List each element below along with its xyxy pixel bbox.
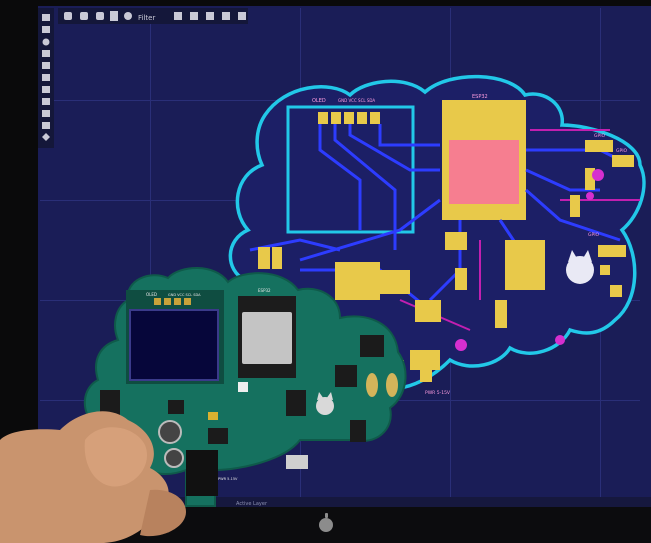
- measure-icon[interactable]: [42, 98, 50, 105]
- layer-icon[interactable]: [190, 12, 198, 20]
- gpio-label-3: GPIO: [588, 232, 600, 238]
- select-icon[interactable]: [42, 14, 50, 21]
- header-silk-label: GND VCC SCL SDA: [338, 98, 375, 103]
- gear-icon[interactable]: [124, 12, 132, 20]
- top-toolbar: Filter: [58, 8, 248, 24]
- left-toolstrip: [38, 8, 54, 148]
- ruler-icon[interactable]: [42, 110, 50, 117]
- board-oled-screen: [129, 309, 219, 381]
- text-icon[interactable]: [42, 62, 50, 69]
- finger-under-board: [140, 489, 186, 537]
- toolbar-filter-label[interactable]: Filter: [138, 14, 155, 22]
- board-pwr-label: PWR 5-15V: [218, 477, 238, 481]
- board-cat-logo: [316, 392, 334, 415]
- thumb: [84, 427, 148, 487]
- pwr-label-screen: PWR 5-15V: [425, 390, 451, 396]
- esp32-silk-label: ESP32: [472, 94, 488, 100]
- pad-icon[interactable]: [42, 86, 50, 93]
- board-header-pins: [154, 298, 191, 305]
- gpio-label-1: GPIO: [594, 133, 606, 139]
- cat-logo-silk: [566, 250, 594, 284]
- oled-header-pads: [318, 112, 380, 124]
- undo-icon[interactable]: [64, 12, 72, 20]
- grid-icon[interactable]: [174, 12, 182, 20]
- board-mount-holes: [366, 373, 398, 397]
- board-header-label: GND VCC SCL SDA: [168, 293, 201, 297]
- smd-pads: [258, 140, 634, 382]
- redo-icon[interactable]: [80, 12, 88, 20]
- diamond-icon[interactable]: [42, 133, 50, 141]
- board-oled-label: OLED: [146, 292, 157, 297]
- gpio-label-2: GPIO: [616, 148, 628, 154]
- via-icon[interactable]: [222, 12, 230, 20]
- eraser-icon[interactable]: [42, 122, 50, 129]
- polygon-icon[interactable]: [42, 74, 50, 81]
- via-holes: [455, 169, 604, 351]
- redo2-icon[interactable]: [96, 12, 104, 20]
- arrow-icon[interactable]: [238, 12, 246, 20]
- wire-icon[interactable]: [42, 26, 50, 33]
- delete-icon[interactable]: [110, 11, 118, 21]
- rect-icon[interactable]: [42, 50, 50, 57]
- circle-icon[interactable]: [42, 38, 50, 46]
- board-esp32-label: ESP32: [258, 288, 271, 293]
- apple-logo-icon: [319, 513, 333, 532]
- route-icon[interactable]: [206, 12, 214, 20]
- oled-silk-label: OLED: [312, 98, 326, 104]
- status-bar-text: Active Layer: [236, 501, 268, 507]
- status-bar: [38, 497, 651, 507]
